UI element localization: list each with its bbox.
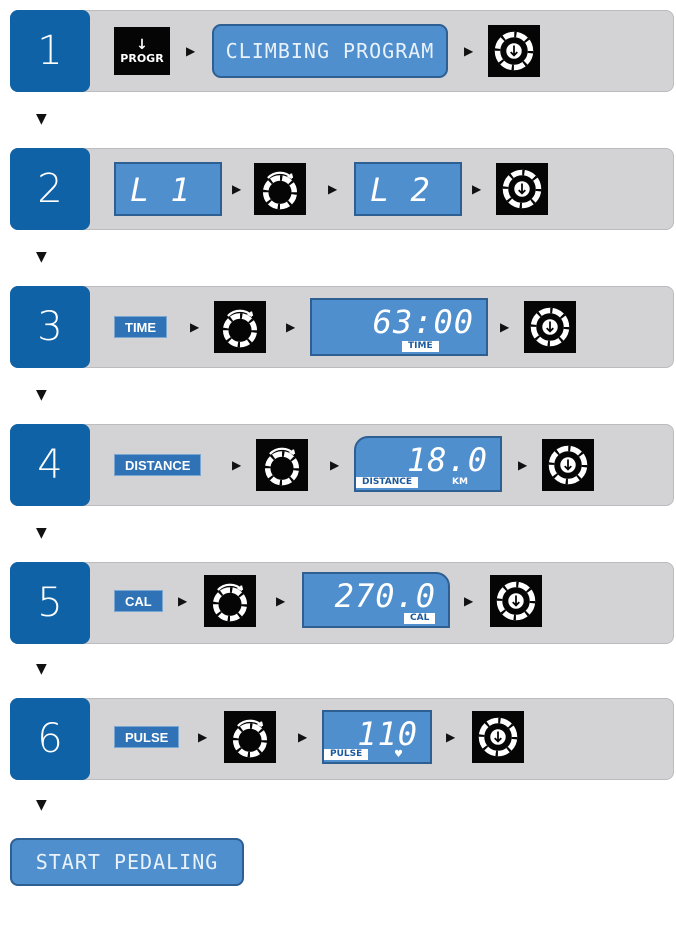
climbing-program-display: CLIMBING PROGRAM [212, 24, 448, 78]
rotary-dial-icon [228, 715, 272, 759]
rotary-knob[interactable] [224, 711, 276, 763]
step-bar [10, 148, 674, 230]
step-number: 1 [10, 10, 90, 92]
calorie-display: 270.0 CAL [302, 572, 450, 628]
enter-dial-icon [494, 579, 538, 623]
rotary-knob[interactable] [254, 163, 306, 215]
arrow-right-icon: ▶ [464, 44, 474, 58]
arrow-right-icon: ▶ [330, 458, 340, 472]
arrow-right-icon: ▶ [286, 320, 296, 334]
rotary-dial-icon [258, 167, 302, 211]
step-5: 5 CAL ▶ ▶ 270.0 CAL ▶ [10, 562, 674, 644]
step-6: 6 PULSE ▶ ▶ 110 PULSE ♥ ▶ [10, 698, 674, 780]
distance-tag: DISTANCE [356, 477, 418, 488]
pulse-value: 110 [357, 715, 418, 753]
arrow-right-icon: ▶ [472, 182, 482, 196]
step-number: 6 [10, 698, 90, 780]
pulse-display: 110 PULSE ♥ [322, 710, 432, 764]
arrow-down-icon: ▼ [36, 111, 47, 127]
step-number: 4 [10, 424, 90, 506]
level-value: L 2 [370, 171, 431, 209]
arrow-right-icon: ▶ [276, 594, 286, 608]
time-tag: TIME [402, 341, 439, 352]
arrow-right-icon: ▶ [500, 320, 510, 334]
rotary-dial-icon [208, 579, 252, 623]
arrow-down-icon: ▼ [36, 249, 47, 265]
enter-dial-icon [492, 29, 536, 73]
arrow-right-icon: ▶ [328, 182, 338, 196]
rotary-knob[interactable] [214, 301, 266, 353]
arrow-down-icon: ▼ [36, 661, 47, 677]
distance-value: 18.0 [406, 441, 488, 479]
distance-display: 18.0 DISTANCE KM [354, 436, 502, 492]
arrow-right-icon: ▶ [232, 458, 242, 472]
arrow-down-icon: ▼ [36, 797, 47, 813]
arrow-right-icon: ▶ [298, 730, 308, 744]
step-number: 5 [10, 562, 90, 644]
arrow-right-icon: ▶ [446, 730, 456, 744]
enter-dial-icon [476, 715, 520, 759]
arrow-right-icon: ▶ [518, 458, 528, 472]
arrow-right-icon: ▶ [178, 594, 188, 608]
rotary-knob[interactable] [256, 439, 308, 491]
distance-unit: KM [452, 477, 468, 487]
enter-button[interactable] [496, 163, 548, 215]
start-pedaling-display: START PEDALING [10, 838, 244, 886]
step-number: 2 [10, 148, 90, 230]
arrow-right-icon: ▶ [198, 730, 208, 744]
progr-button[interactable]: ↓ PROGR [114, 27, 170, 75]
arrow-down-icon: ▼ [36, 387, 47, 403]
calorie-tag: CAL [404, 613, 436, 624]
arrow-down-icon: ▼ [36, 525, 47, 541]
time-display: 63:00 TIME [310, 298, 488, 356]
cal-key: CAL [114, 590, 163, 612]
rotary-dial-icon [218, 305, 262, 349]
step-2: 2 L 1 ▶ ▶ L 2 ▶ [10, 148, 674, 230]
arrow-right-icon: ▶ [186, 44, 196, 58]
distance-key: DISTANCE [114, 454, 202, 476]
rotary-dial-icon [260, 443, 304, 487]
rotary-knob[interactable] [204, 575, 256, 627]
pulse-tag: PULSE [324, 749, 369, 760]
step-3: 3 TIME ▶ ▶ 63:00 TIME ▶ [10, 286, 674, 368]
enter-button[interactable] [542, 439, 594, 491]
down-arrow-icon: ↓ [136, 36, 148, 53]
level-display-start: L 1 [114, 162, 222, 216]
level-value: L 1 [130, 171, 191, 209]
enter-dial-icon [546, 443, 590, 487]
pulse-key: PULSE [114, 726, 180, 748]
heart-icon: ♥ [394, 749, 403, 760]
enter-button[interactable] [488, 25, 540, 77]
enter-button[interactable] [472, 711, 524, 763]
arrow-right-icon: ▶ [232, 182, 242, 196]
time-key: TIME [114, 316, 168, 338]
arrow-right-icon: ▶ [190, 320, 200, 334]
time-value: 63:00 [372, 303, 474, 341]
progr-label: PROGR [120, 51, 164, 65]
enter-button[interactable] [524, 301, 576, 353]
calorie-value: 270.0 [334, 577, 436, 615]
step-4: 4 DISTANCE ▶ ▶ 18.0 DISTANCE KM ▶ [10, 424, 674, 506]
step-1: 1 ↓ PROGR ▶ CLIMBING PROGRAM ▶ [10, 10, 674, 92]
level-display-end: L 2 [354, 162, 462, 216]
enter-dial-icon [528, 305, 572, 349]
arrow-right-icon: ▶ [464, 594, 474, 608]
enter-dial-icon [500, 167, 544, 211]
step-number: 3 [10, 286, 90, 368]
enter-button[interactable] [490, 575, 542, 627]
